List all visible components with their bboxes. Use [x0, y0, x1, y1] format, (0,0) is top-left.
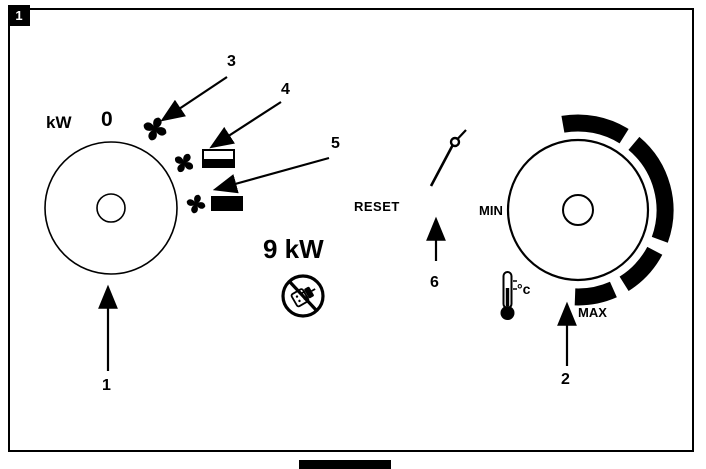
callout-arrow-5	[212, 156, 330, 194]
min-label: MIN	[479, 203, 503, 218]
half-heat-rectangle-icon	[202, 149, 235, 168]
fan-icon	[143, 117, 167, 141]
figure-border	[8, 8, 694, 452]
callout-number-6: 6	[430, 274, 439, 291]
max-label: MAX	[578, 305, 607, 320]
fan-icon	[186, 194, 206, 214]
bottom-crop-bar	[299, 460, 391, 469]
full-heat-rectangle-icon	[211, 196, 243, 211]
callout-number-5: 5	[331, 135, 340, 152]
no-plug-prohibition-icon	[281, 274, 325, 318]
thermostat-knob-dial	[506, 138, 650, 282]
nine-kw-label: 9 kW	[263, 234, 324, 264]
figure-number-badge: 1	[8, 5, 30, 26]
callout-arrow-4	[209, 101, 282, 149]
callout-number-1: 1	[102, 377, 111, 394]
fan-icon	[174, 153, 194, 173]
kw-label: kW	[46, 113, 72, 132]
thermometer-icon	[500, 271, 517, 320]
callout-number-2: 2	[561, 371, 570, 388]
callout-arrow-3	[160, 76, 228, 122]
thermostat-arc	[561, 114, 674, 306]
reset-pin-icon	[429, 129, 467, 187]
callout-number-4: 4	[281, 81, 290, 98]
zero-label: 0	[101, 108, 113, 131]
power-knob-dial	[44, 141, 178, 275]
celsius-label: °c	[517, 281, 531, 297]
reset-label: RESET	[354, 199, 400, 214]
callout-number-3: 3	[227, 53, 236, 70]
